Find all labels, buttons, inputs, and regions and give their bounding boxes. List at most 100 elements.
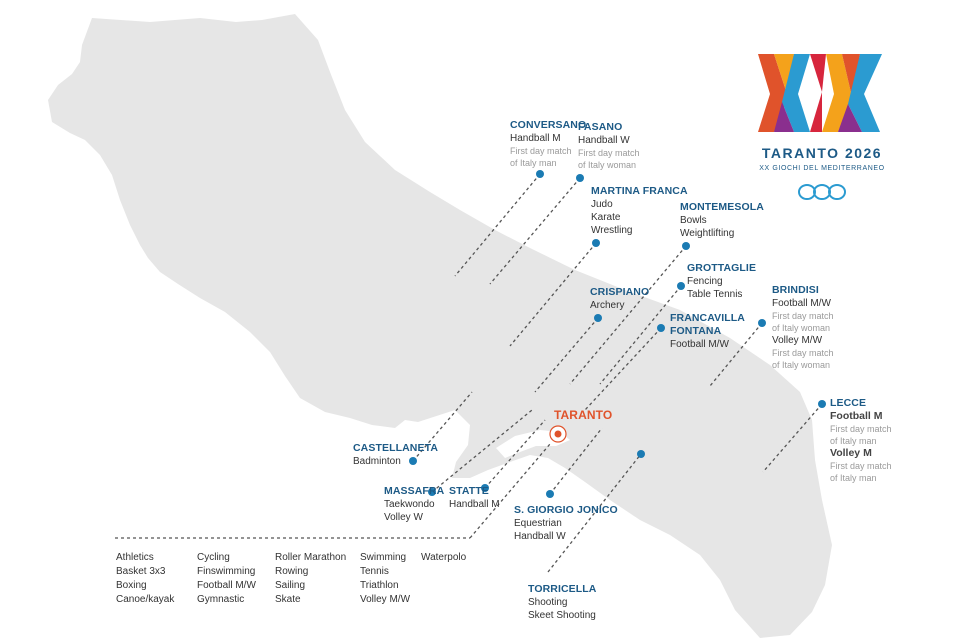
venue-note: First day match — [510, 146, 572, 156]
venue-name: FASANO — [578, 121, 623, 133]
venue-name: FONTANA — [670, 325, 722, 337]
taranto-sport-item: Skate — [275, 594, 301, 605]
venue-dot-crispiano — [594, 314, 602, 322]
venue-name: LECCE — [830, 397, 867, 409]
venue-sport: Wrestling — [591, 225, 633, 236]
venue-dot-sgiorgio — [546, 490, 554, 498]
venue-note: of Italy man — [830, 436, 877, 446]
venue-sport: Karate — [591, 212, 621, 223]
taranto-sport-item: Athletics — [116, 552, 154, 563]
venue-name: MARTINA FRANCA — [591, 185, 688, 197]
venue-name: GROTTAGLIE — [687, 262, 757, 274]
venue-sport: Football M/W — [670, 339, 729, 350]
logo-title: TARANTO 2026 — [761, 145, 883, 161]
leader-lines — [115, 173, 823, 573]
venue-name: FRANCAVILLA — [670, 312, 745, 324]
venue-sport: Football M — [830, 410, 883, 422]
venue-sport: Football M/W — [772, 298, 831, 309]
venue-sport: Skeet Shooting — [528, 610, 596, 621]
venue-dot-castellaneta — [409, 457, 417, 465]
venue-label-castellaneta: CASTELLANETA Badminton — [353, 442, 438, 468]
taranto-sport-item: Cycling — [197, 552, 230, 563]
venue-name: BRINDISI — [772, 284, 819, 296]
taranto-sport-item: Canoe/kayak — [116, 594, 175, 605]
venue-name: CONVERSANO — [510, 119, 587, 131]
venue-name: TORRICELLA — [528, 583, 597, 595]
venue-sport: Table Tennis — [687, 289, 743, 300]
venue-sport: Handball W — [514, 531, 566, 542]
venue-name: S. GIORGIO JONICO — [514, 504, 618, 516]
venue-sport: Shooting — [528, 597, 568, 608]
taranto-sport-item: Roller Marathon — [275, 552, 347, 563]
venue-dot-lecce — [818, 400, 826, 408]
venue-name: TARANTO — [554, 408, 613, 422]
taranto-sport-item: Triathlon — [360, 580, 399, 591]
venue-note: First day match — [578, 148, 640, 158]
venue-dot-martina — [592, 239, 600, 247]
venue-dot-brindisi — [758, 319, 766, 327]
venue-note: of Italy man — [510, 158, 557, 168]
venue-sport: Handball W — [578, 135, 630, 146]
venue-sport: Handball M — [449, 499, 500, 510]
venue-name: MASSAFRA — [384, 485, 445, 497]
puglia-land — [48, 14, 832, 638]
taranto-sport-item: Football M/W — [197, 580, 256, 591]
taranto-sport-item: Waterpolo — [421, 552, 467, 563]
venue-dot-fasano — [576, 174, 584, 182]
venue-name: MONTEMESOLA — [680, 201, 764, 213]
venue-dot-torricella — [637, 450, 645, 458]
venue-name: STATTE — [449, 485, 489, 497]
venue-note: of Italy woman — [772, 360, 831, 370]
venue-sport: Equestrian — [514, 518, 562, 529]
venue-note: First day match — [772, 311, 834, 321]
venue-sport: Handball M — [510, 133, 561, 144]
taranto-sport-item: Sailing — [275, 580, 306, 591]
venue-sport: Weightlifting — [680, 228, 735, 239]
venue-markers — [409, 170, 826, 498]
venue-label-crispiano: CRISPIANO Archery — [590, 286, 649, 312]
taranto-sport-item: Finswimming — [197, 566, 256, 577]
venue-note: First day match — [830, 461, 892, 471]
venue-name: CASTELLANETA — [353, 442, 438, 454]
venue-label-brindisi: BRINDISI Football M/W First day match of It… — [772, 284, 834, 371]
venue-dot-conversano — [536, 170, 544, 178]
venue-label-fasano: FASANO Handball W First day match of Italy … — [578, 121, 640, 171]
venue-sport: Volley M — [830, 447, 872, 459]
venue-name: CRISPIANO — [590, 286, 650, 298]
venue-sport: Bowls — [680, 215, 707, 226]
xx-games-logo — [758, 54, 882, 200]
venue-dot-grottaglie — [677, 282, 685, 290]
venue-sport: Taekwondo — [384, 499, 435, 510]
venue-label-statte: STATTE Handball M — [449, 485, 500, 511]
xx-emblem-icon — [758, 54, 882, 132]
venue-dot-massafra — [428, 488, 436, 496]
venue-sport: Judo — [591, 199, 613, 210]
venue-label-conversano: CONVERSANO Handball M First day match of It… — [510, 119, 586, 169]
host-marker-taranto — [549, 425, 567, 443]
rings-icon — [798, 184, 846, 200]
venue-label-taranto: TARANTO — [554, 409, 612, 422]
taranto-sport-item: Volley M/W — [360, 594, 411, 605]
venue-note: of Italy woman — [578, 160, 637, 170]
taranto-sports-col-5: Waterpolo — [421, 551, 466, 565]
taranto-sport-item: Tennis — [360, 566, 389, 577]
venue-sport: Archery — [590, 300, 625, 311]
venue-dot-montemesola — [682, 242, 690, 250]
venue-note: First day match — [772, 348, 834, 358]
logo-subtitle: XX GIOCHI DEL MEDITERRANEO — [759, 165, 885, 172]
venue-dot-statte — [481, 484, 489, 492]
taranto-sport-item: Gymnastic — [197, 594, 245, 605]
taranto-sport-item: Rowing — [275, 566, 309, 577]
venue-sport: Badminton — [353, 456, 401, 467]
